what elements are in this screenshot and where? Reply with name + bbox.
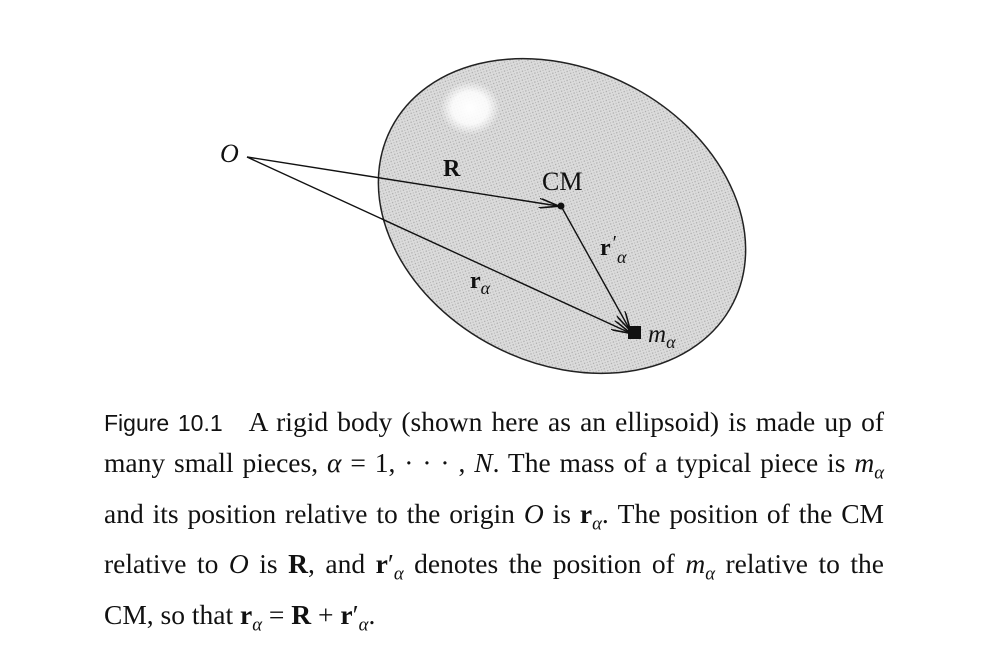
vector-R-arrow	[246, 156, 558, 206]
m-alpha-label: mα	[648, 321, 676, 352]
r-alpha-label: rα	[470, 268, 491, 298]
vector-r-prime-arrow	[560, 205, 630, 330]
mass-element-square	[628, 326, 641, 339]
origin-label: O	[220, 139, 239, 168]
vector-R-label: R	[443, 156, 461, 182]
r-prime-alpha-label: r′α	[600, 232, 627, 267]
vector-r-alpha-arrow	[246, 156, 630, 333]
figure-number: Figure 10.1	[104, 410, 223, 436]
cm-point	[557, 202, 565, 210]
ellipsoid-highlight	[440, 81, 500, 135]
ellipsoid-body	[377, 57, 747, 375]
rigid-body-figure: O R CM r′α rα mα	[220, 57, 747, 375]
cm-label: CM	[542, 167, 582, 196]
